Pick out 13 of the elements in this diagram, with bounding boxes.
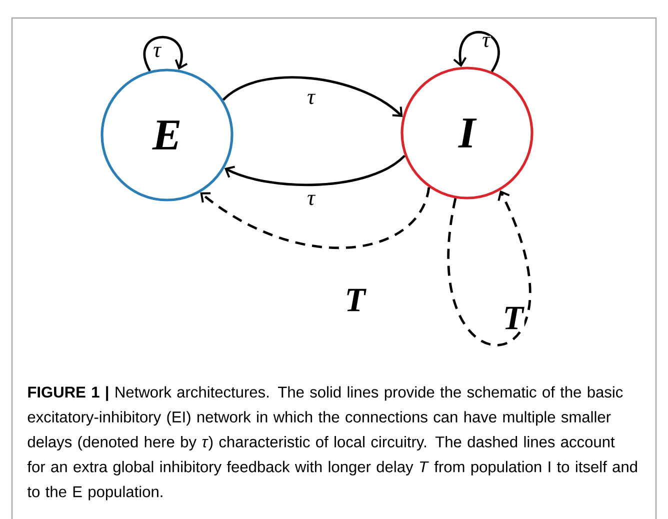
arrow: [453, 31, 500, 72]
arrow: [224, 154, 406, 186]
edge-label: τ: [306, 194, 316, 206]
edge-label: τ: [152, 46, 162, 58]
edge-label: T: [344, 288, 366, 312]
edge-label: T: [502, 306, 524, 330]
edge-label: τ: [306, 92, 316, 106]
arrow: [200, 187, 430, 249]
figure-caption: FIGURE 1 | Network architectures. The solid lines provide the schematic of the basic excitatory-inhibitory (EI) network in which the connections can have multiple smaller delays (denoted here by τ) characteristic of local circuitry. The dashed lines account for an extra global inhibitory feedback with longer delay T from population I to itself and to the E population.: [27, 386, 637, 500]
arrow: [448, 190, 531, 346]
edge-label: τ: [481, 36, 491, 48]
arrow: [222, 76, 403, 117]
arrow: [143, 36, 188, 72]
